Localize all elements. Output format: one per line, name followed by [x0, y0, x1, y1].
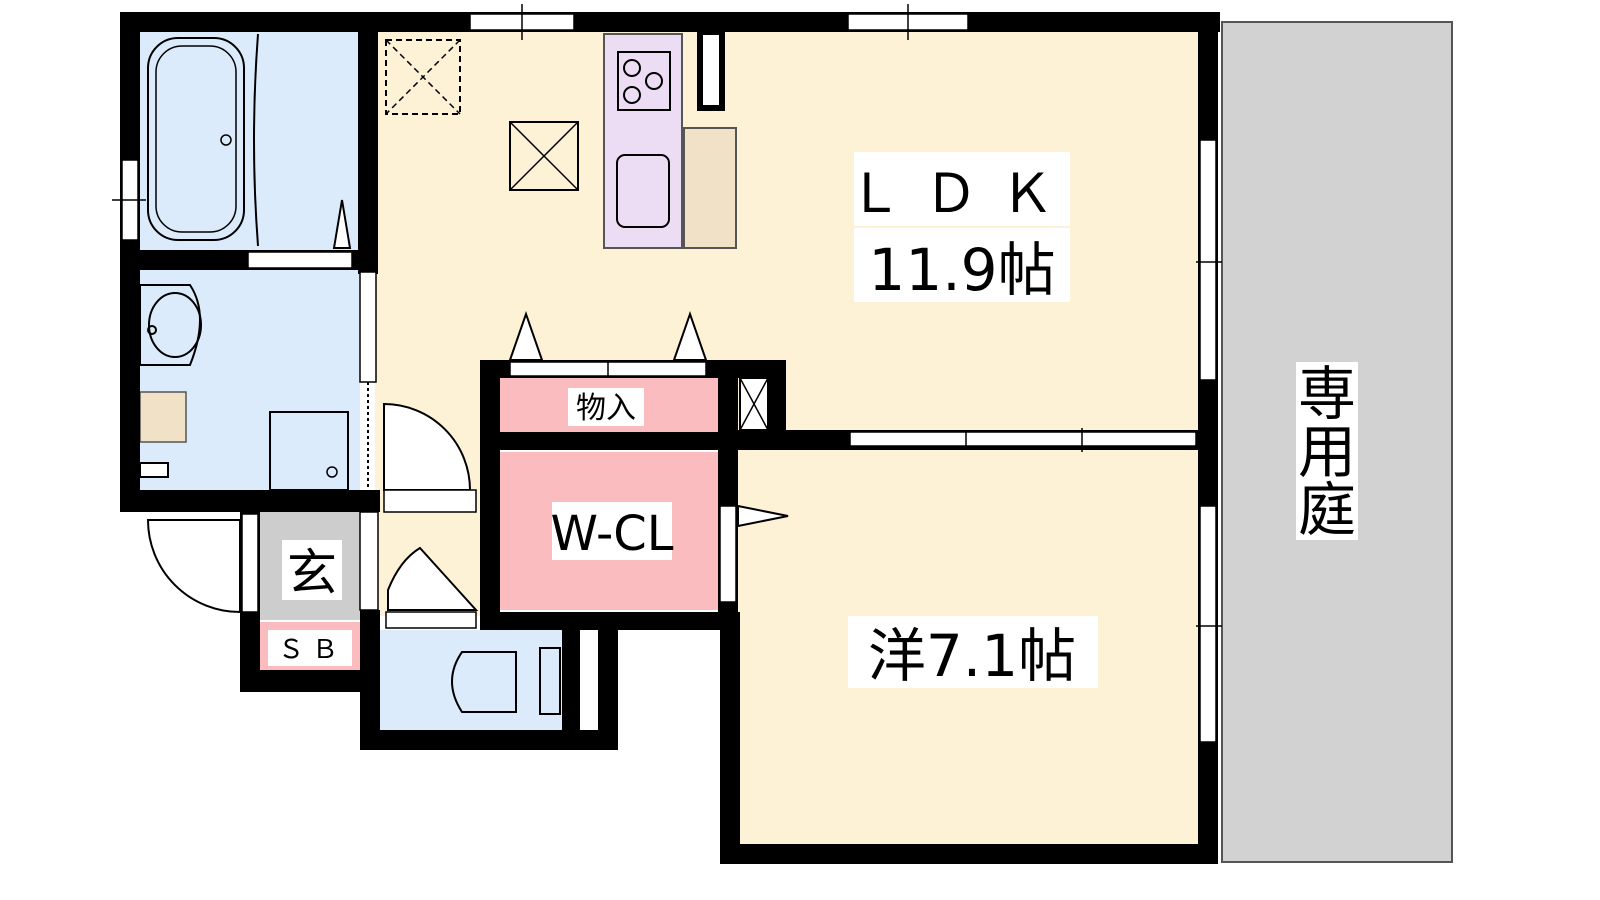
door-swing-icon [672, 310, 708, 361]
corridor-opening [383, 489, 477, 513]
side-counter [683, 127, 737, 249]
refrigerator-space [697, 29, 725, 111]
entrance-door-opening [241, 513, 259, 613]
window-ldk-east [1199, 139, 1217, 381]
washbasin-icon [139, 284, 201, 366]
western-label-bg [848, 616, 1098, 688]
shoe-box-label: ＳＢ [278, 635, 346, 665]
bath-door-opening [247, 251, 353, 269]
basin-bowl [148, 292, 202, 358]
bathroom-floor [138, 30, 360, 252]
stove-outline [617, 51, 671, 111]
ldk-western-sliding-door [849, 431, 1197, 447]
pipe-space-icon [509, 121, 579, 191]
bathtub-drain-icon [220, 134, 232, 146]
ventilation-cross [385, 39, 461, 115]
ventilation-box-icon [385, 39, 461, 115]
private-garden-label-char: 庭 [1298, 476, 1356, 544]
garden-label-bg [1296, 362, 1358, 540]
private-garden-label-char: 用 [1298, 418, 1356, 486]
shaft-cross [739, 377, 769, 431]
door-swing-icon [737, 504, 789, 528]
ldk-label: ＬＤＫ [848, 162, 1076, 225]
ldk-label-bg [854, 152, 1070, 226]
stove-burner-icon [645, 72, 663, 90]
private-garden-label-char: 専 [1298, 360, 1356, 428]
storage-label-bg [568, 388, 644, 426]
shoe-box-label-bg [268, 630, 352, 666]
stove-burner-icon [623, 86, 641, 104]
ldk-size-bg [854, 228, 1070, 302]
washroom-floor [138, 270, 360, 492]
entrance-label-bg [282, 540, 342, 600]
toilet-tank [539, 647, 561, 715]
toilet-icon [451, 651, 517, 713]
toilet-door-swing-icon [387, 546, 479, 611]
entrance-label: 玄 [287, 544, 337, 602]
toilet-door-opening [385, 611, 477, 629]
bath-door-swing-icon [332, 199, 352, 249]
toilet-floor [380, 630, 562, 732]
washer-drain-icon [326, 466, 338, 478]
bathroom-curved-wall [253, 33, 259, 247]
entrance-step-opening [359, 511, 379, 611]
stove-burner-icon [623, 59, 641, 77]
bathtub-icon [147, 37, 245, 241]
door-swing-icon [383, 402, 472, 491]
window-western-east [1199, 505, 1217, 743]
western-room-label: 洋7.1帖 [868, 622, 1076, 690]
faucet-icon [147, 325, 157, 335]
windows [121, 13, 1217, 743]
door-swing-icon [508, 310, 544, 361]
storage-label: 物入 [576, 391, 636, 426]
walk-in-closet-label: W-CL [550, 506, 673, 562]
entrance-door-swing-icon [146, 519, 241, 614]
ldk-size-label: 11.9帖 [868, 236, 1055, 304]
pipe-space-cross [509, 121, 579, 191]
wcl-door-opening [719, 505, 737, 603]
washroom-door-opening [359, 271, 377, 383]
washroom-shelf [139, 391, 187, 443]
wcl-label-bg [552, 502, 672, 560]
washroom-outlet [139, 462, 169, 478]
sink-icon [616, 154, 670, 228]
bathtub-inner [155, 45, 237, 233]
